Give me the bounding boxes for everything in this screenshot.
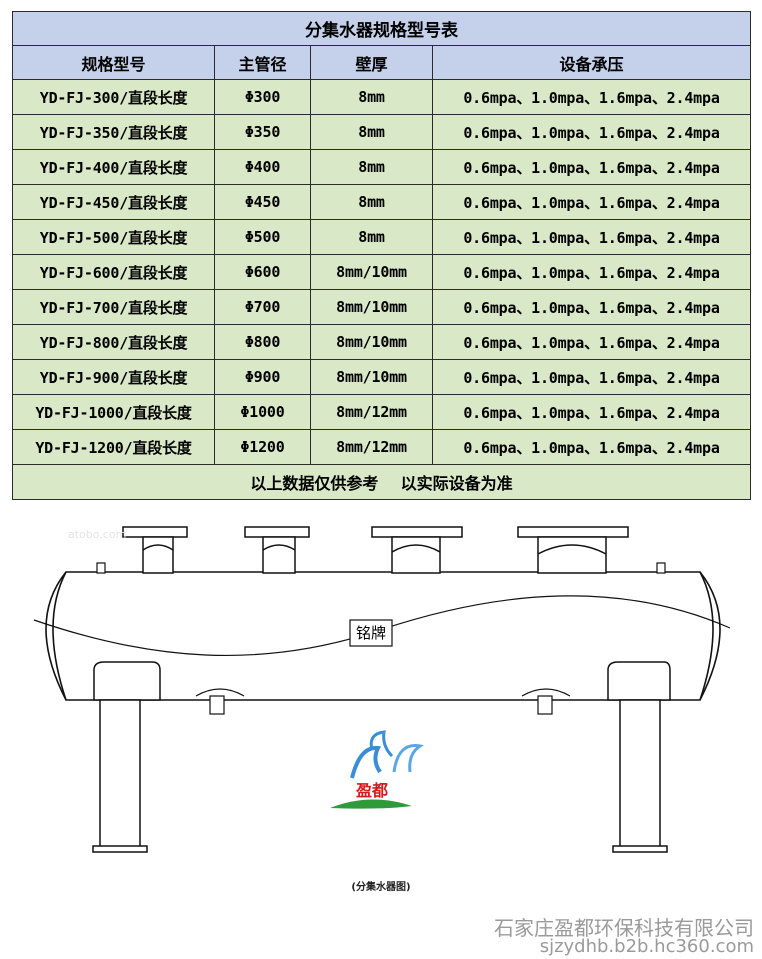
cell-model: YD-FJ-400/直段长度 (12, 149, 215, 185)
cell-wall-thickness: 8mm (310, 114, 433, 150)
cell-diameter: Φ700 (214, 289, 311, 325)
cell-wall-thickness: 8mm (310, 149, 433, 185)
cell-diameter: Φ500 (214, 219, 311, 255)
nameplate-label: 铭牌 (356, 624, 386, 642)
cell-pressure: 0.6mpa、1.0mpa、1.6mpa、2.4mpa (432, 184, 751, 220)
cell-wall-thickness: 8mm/10mm (310, 359, 433, 395)
cell-pressure: 0.6mpa、1.0mpa、1.6mpa、2.4mpa (432, 79, 751, 115)
cell-wall-thickness: 8mm/10mm (310, 254, 433, 290)
header-model: 规格型号 (12, 45, 215, 80)
cell-diameter: Φ1200 (214, 429, 311, 465)
cell-diameter: Φ900 (214, 359, 311, 395)
header-pressure: 设备承压 (432, 45, 751, 80)
cell-wall-thickness: 8mm (310, 79, 433, 115)
manifold-drawing: 铭牌 盈都 (33, 526, 731, 853)
cell-wall-thickness: 8mm (310, 219, 433, 255)
support-legs (92, 661, 671, 853)
cell-pressure: 0.6mpa、1.0mpa、1.6mpa、2.4mpa (432, 149, 751, 185)
cell-diameter: Φ1000 (214, 394, 311, 430)
watermark-site: atobo.com (68, 528, 127, 541)
cell-pressure: 0.6mpa、1.0mpa、1.6mpa、2.4mpa (432, 324, 751, 360)
nozzle-1 (122, 526, 188, 574)
cell-diameter: Φ600 (214, 254, 311, 290)
cell-wall-thickness: 8mm/12mm (310, 429, 433, 465)
cell-model: YD-FJ-600/直段长度 (12, 254, 215, 290)
cell-model: YD-FJ-800/直段长度 (12, 324, 215, 360)
table-header-row: 规格型号 主管径 壁厚 设备承压 (12, 45, 751, 80)
cell-pressure: 0.6mpa、1.0mpa、1.6mpa、2.4mpa (432, 219, 751, 255)
cell-diameter: Φ800 (214, 324, 311, 360)
logo-text: 盈都 (355, 781, 388, 800)
cell-model: YD-FJ-500/直段长度 (12, 219, 215, 255)
spec-table: 分集水器规格型号表 规格型号 主管径 壁厚 设备承压 YD-FJ-300/直段长… (12, 11, 751, 500)
cell-pressure: 0.6mpa、1.0mpa、1.6mpa、2.4mpa (432, 289, 751, 325)
cell-wall-thickness: 8mm/12mm (310, 394, 433, 430)
cell-diameter: Φ400 (214, 149, 311, 185)
cell-model: YD-FJ-900/直段长度 (12, 359, 215, 395)
company-name: 石家庄盈都环保科技有限公司 (494, 916, 754, 940)
cell-pressure: 0.6mpa、1.0mpa、1.6mpa、2.4mpa (432, 429, 751, 465)
nozzle-2 (244, 526, 310, 574)
table-title-row: 分集水器规格型号表 (12, 11, 751, 46)
cell-diameter: Φ450 (214, 184, 311, 220)
cell-diameter: Φ350 (214, 114, 311, 150)
cell-pressure: 0.6mpa、1.0mpa、1.6mpa、2.4mpa (432, 114, 751, 150)
cell-diameter: Φ300 (214, 79, 311, 115)
table-footer-note: 以上数据仅供参考 以实际设备为准 (12, 464, 751, 500)
drawing-caption: (分集水器图) (351, 882, 411, 893)
nozzle-3 (371, 526, 463, 574)
header-wall-thickness: 壁厚 (310, 45, 433, 80)
table-title: 分集水器规格型号表 (12, 11, 751, 46)
header-diameter: 主管径 (214, 45, 311, 80)
cell-wall-thickness: 8mm/10mm (310, 324, 433, 360)
cell-model: YD-FJ-300/直段长度 (12, 79, 215, 115)
cell-model: YD-FJ-1000/直段长度 (12, 394, 215, 430)
cell-model: YD-FJ-450/直段长度 (12, 184, 215, 220)
cell-pressure: 0.6mpa、1.0mpa、1.6mpa、2.4mpa (432, 394, 751, 430)
brand-logo: 盈都 (330, 730, 424, 809)
cell-wall-thickness: 8mm (310, 184, 433, 220)
cell-pressure: 0.6mpa、1.0mpa、1.6mpa、2.4mpa (432, 359, 751, 395)
nameplate: 铭牌 (349, 619, 393, 647)
company-url: sjzydhb.b2b.hc360.com (539, 936, 754, 957)
table-footer-row: 以上数据仅供参考 以实际设备为准 (12, 464, 751, 500)
nozzle-4 (517, 526, 629, 574)
cell-model: YD-FJ-700/直段长度 (12, 289, 215, 325)
small-fittings (96, 562, 666, 715)
cell-wall-thickness: 8mm/10mm (310, 289, 433, 325)
cell-model: YD-FJ-350/直段长度 (12, 114, 215, 150)
cell-model: YD-FJ-1200/直段长度 (12, 429, 215, 465)
cell-pressure: 0.6mpa、1.0mpa、1.6mpa、2.4mpa (432, 254, 751, 290)
